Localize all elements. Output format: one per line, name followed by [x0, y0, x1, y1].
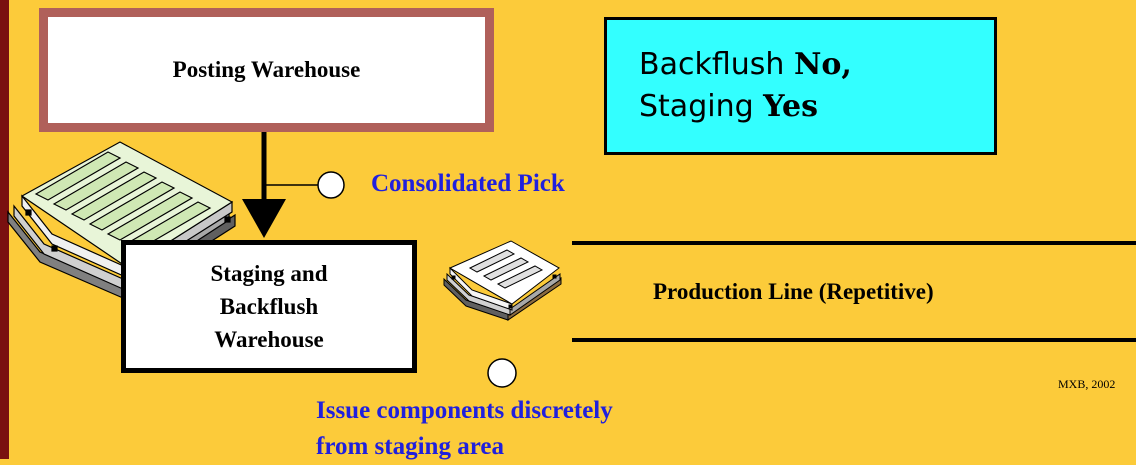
issue-line-1: Issue components discretely [316, 397, 613, 424]
credit-text: MXB, 2002 [1058, 377, 1116, 391]
staging-warehouse-line-2: Backflush [219, 294, 319, 319]
staging-warehouse-line-3: Warehouse [214, 327, 324, 352]
staging-warehouse-box: Staging and Backflush Warehouse [121, 240, 417, 373]
staging-warehouse-label: Staging and Backflush Warehouse [211, 257, 328, 356]
issue-line-2: from staging area [316, 433, 504, 460]
issue-components-label: Issue components discretely from staging… [316, 393, 613, 465]
left-edge-bar [0, 0, 9, 459]
consolidated-pick-label: Consolidated Pick [371, 170, 565, 197]
production-line-label: Production Line (Repetitive) [653, 279, 934, 304]
staging-warehouse-line-1: Staging and [210, 261, 328, 286]
pallet-stack-small-icon [443, 240, 562, 321]
flow-arrow-head [242, 199, 286, 238]
backflush-value: No, [793, 47, 852, 82]
backflush-staging-mode-box: Backflush No, Staging Yes [604, 17, 997, 155]
consolidated-pick-node [317, 171, 345, 199]
posting-warehouse-label: Posting Warehouse [172, 57, 361, 82]
mode-text: Backflush No, Staging Yes [639, 44, 852, 128]
backflush-word: Backflush [639, 47, 785, 82]
staging-line: Staging Yes [639, 86, 852, 128]
issue-node [487, 358, 517, 388]
staging-value: Yes [763, 89, 818, 124]
posting-warehouse-box: Posting Warehouse [39, 8, 494, 132]
backflush-line: Backflush No, [639, 44, 852, 86]
staging-word: Staging [639, 89, 754, 124]
